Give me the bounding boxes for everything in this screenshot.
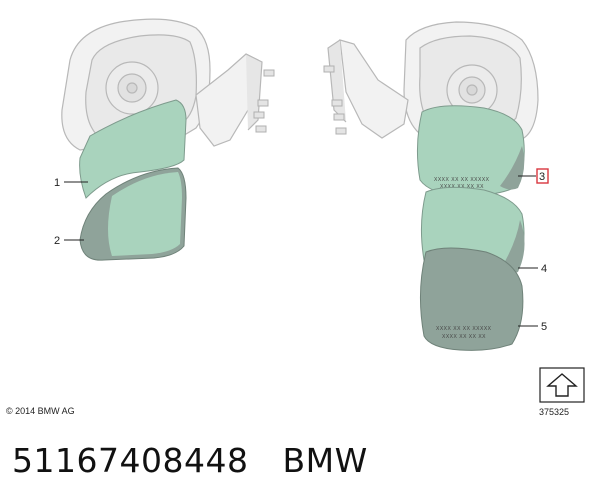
brand-name: BMW: [282, 441, 368, 480]
left-mounting-bolts: [253, 69, 275, 133]
mirror-code-line-a: XXXX XX XX XXXXX: [436, 326, 492, 332]
orientation-arrow-icon: [539, 367, 585, 403]
mirror-glass-part-1: [79, 99, 187, 199]
callout-label-1: 1: [54, 177, 60, 189]
mirror-code-line-a: XXXX XX XX XXXXX: [434, 177, 490, 183]
callout-label-2: 2: [54, 235, 60, 247]
part-caption: 51167408448 BMW: [12, 441, 368, 480]
mirror-glass-part-3: XXXX XX XX XXXXX XXXX XX XX XX: [416, 105, 525, 197]
callout-1: 1: [54, 177, 88, 189]
callout-4: 4: [518, 263, 547, 275]
mirror-exploded-diagram: XXXX XX XX XXXXX XXXX XX XX XX XXXX XX X…: [54, 18, 585, 403]
mirror-code-line-b: XXXX XX XX XX: [440, 184, 484, 190]
mirror-code-line-b: XXXX XX XX XX: [442, 334, 486, 340]
callout-label-5: 5: [541, 321, 547, 333]
right-mounting-bolts: [323, 65, 347, 135]
drawing-number: 375325: [539, 407, 570, 417]
mirror-glass-part-2: [79, 167, 187, 261]
callout-label-3: 3: [539, 171, 545, 183]
callout-label-4: 4: [541, 263, 547, 275]
mirror-glass-part-5: XXXX XX XX XXXXX XXXX XX XX XX: [419, 247, 524, 351]
callout-3: 3: [518, 168, 549, 184]
callout-2: 2: [54, 235, 84, 247]
part-number: 51167408448: [12, 441, 249, 480]
callout-5: 5: [518, 321, 547, 333]
callout-3-highlight-box: [536, 168, 549, 184]
copyright-notice: © 2014 BMW AG: [6, 406, 75, 416]
